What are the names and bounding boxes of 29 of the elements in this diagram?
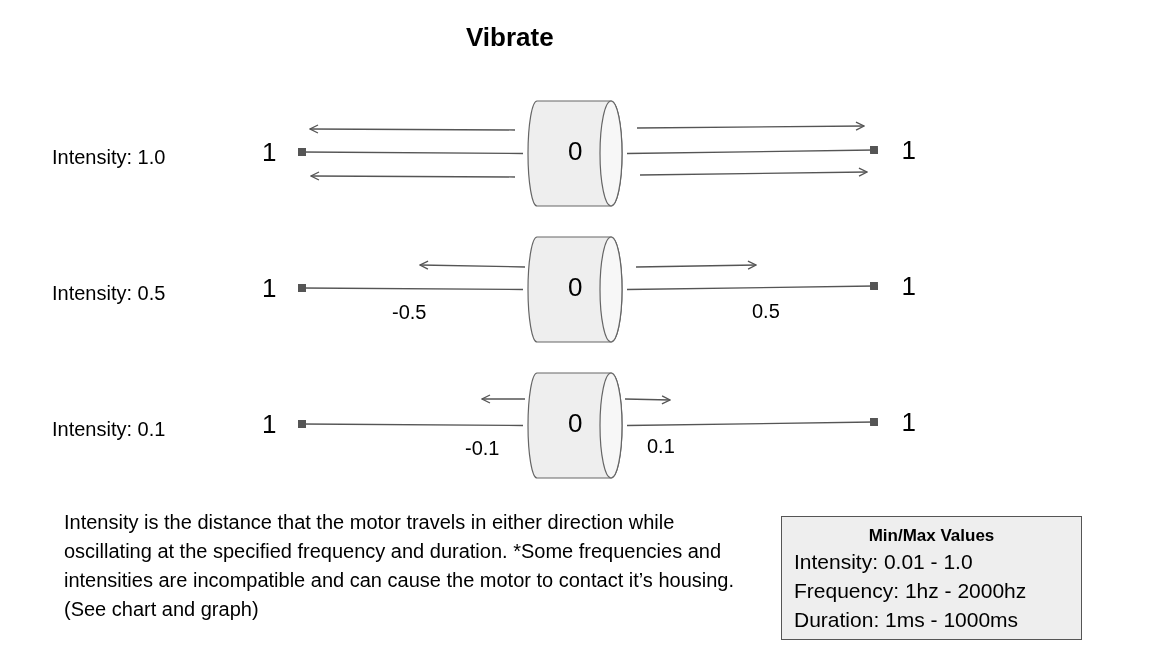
value-label: -0.1 [465,436,500,461]
box-text: Frequency: 1hz - 2000hz [794,578,1028,604]
diagram-title: Vibrate [466,21,554,54]
description-paragraph: Intensity is the distance that the motor travels in either direction while oscillating at the specified frequency and duration. *Some frequencies and intensities are incompatible and can cause the motor to contact it’s housing. (See chart and graph) [64,510,736,622]
endpoint-value: 1 [262,275,277,301]
value-label: 0.5 [752,299,780,324]
endpoint-value: 1 [901,273,916,299]
box-text: Duration: 1ms - 1000ms [794,607,1020,633]
endpoint-value: 1 [901,137,916,163]
intensity-label: Intensity: 1.0 [52,145,166,170]
info-box [781,516,1082,640]
position-value: 0 [568,274,583,300]
connector-line [297,283,524,293]
endpoint-value: 1 [262,139,277,165]
endpoint-value: 1 [262,411,277,437]
intensity-label: Intensity: 0.1 [52,417,166,442]
value-label: -0.5 [392,300,427,325]
connector-line [626,145,879,155]
box-heading: Min/Max Values [867,525,996,547]
position-value: 0 [568,410,583,436]
value-label: 0.1 [647,434,675,459]
box-text: Intensity: 0.01 - 1.0 [794,549,974,575]
position-value: 0 [568,138,583,164]
intensity-label: Intensity: 0.5 [52,281,166,306]
connector-line [297,147,524,157]
connector-line [297,419,524,429]
connector-line [626,417,879,427]
connector-line [626,281,879,291]
endpoint-value: 1 [901,409,916,435]
